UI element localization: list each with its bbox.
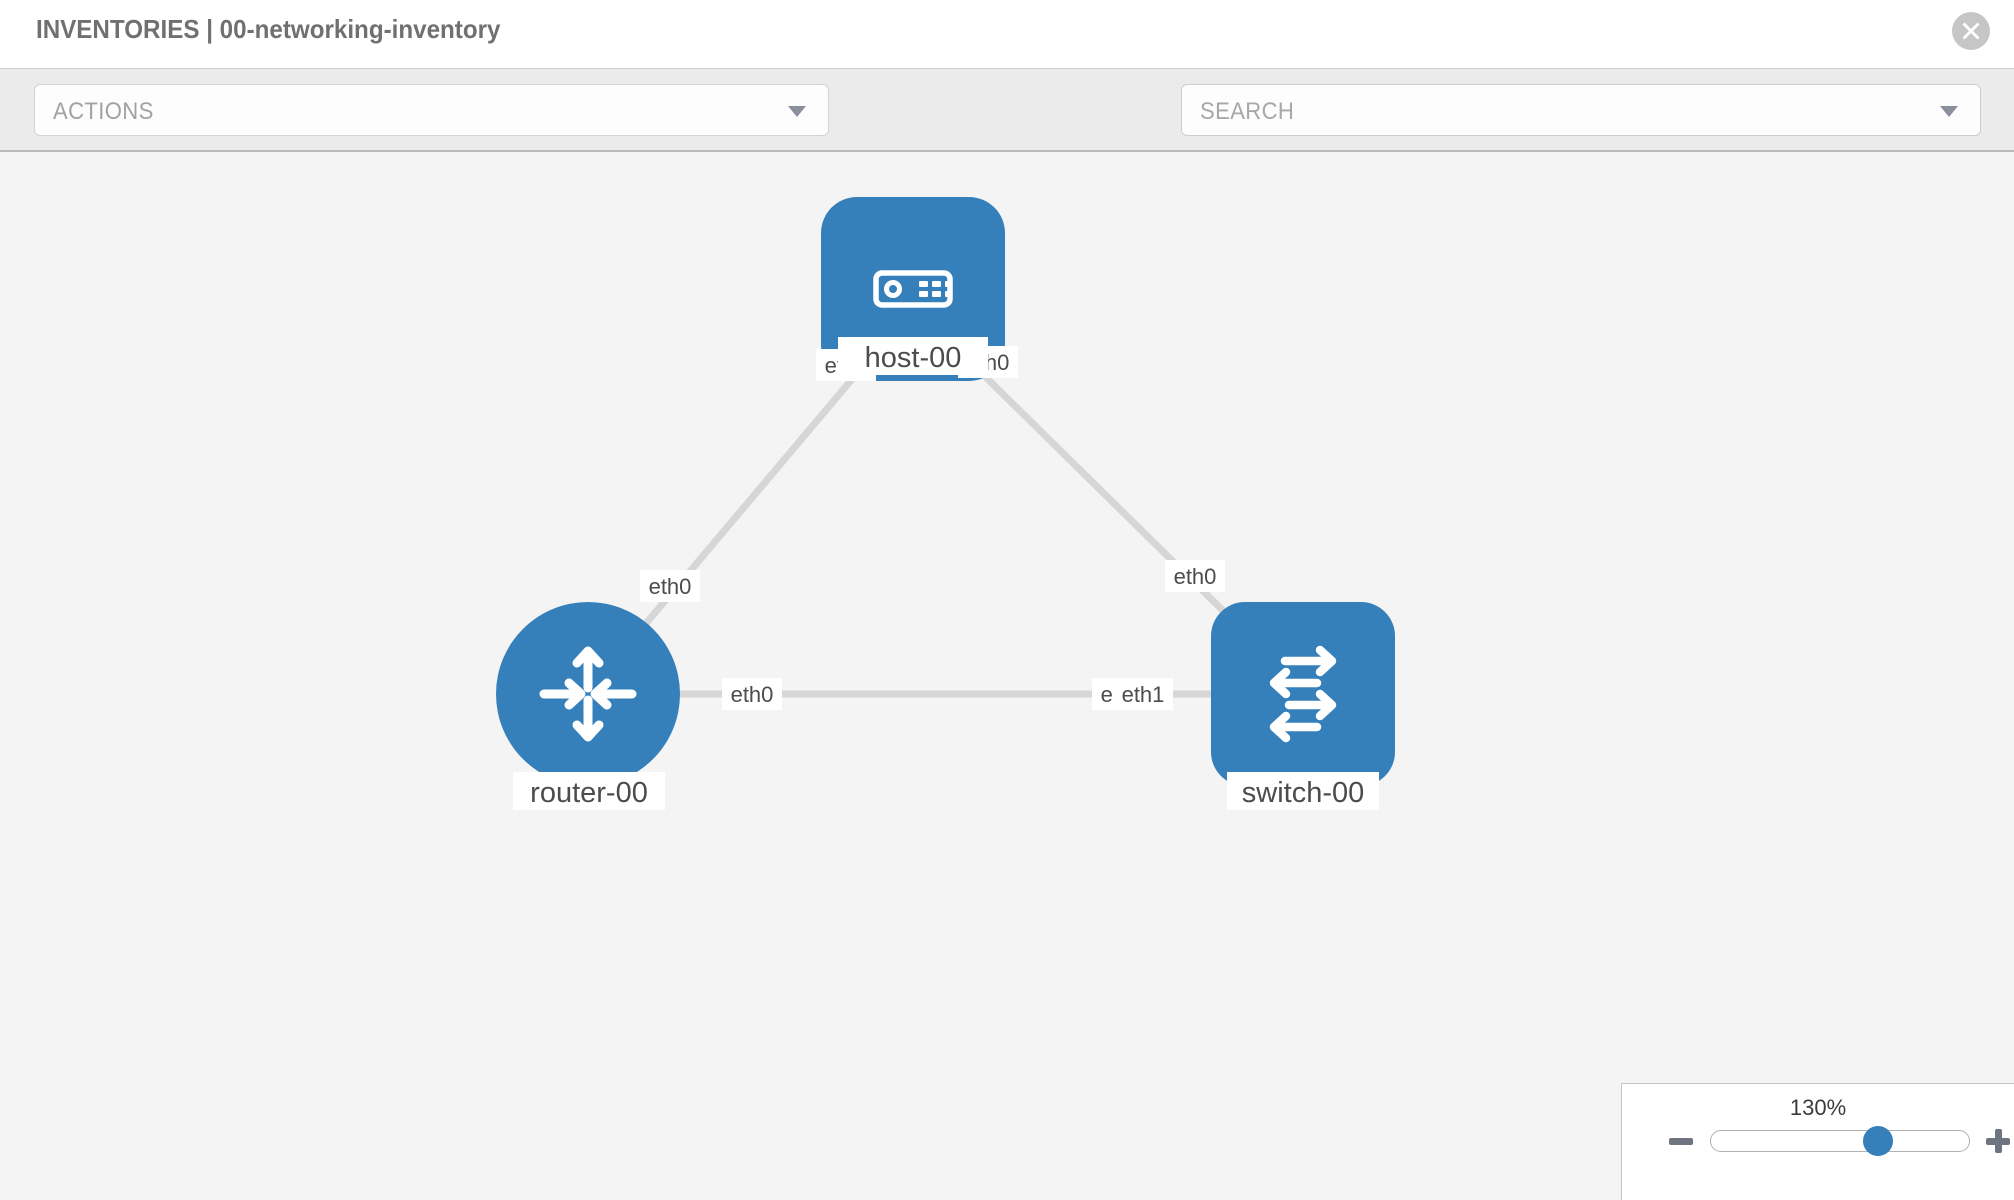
zoom-slider[interactable]	[1710, 1126, 1970, 1156]
search-placeholder: SEARCH	[1200, 98, 1295, 125]
node-switch-00[interactable]	[1211, 602, 1395, 786]
actions-dropdown[interactable]: ACTIONS	[34, 84, 829, 136]
node-label-text: router-00	[530, 777, 648, 809]
link-host-router[interactable]	[618, 336, 889, 656]
zoom-slider-thumb[interactable]	[1863, 1126, 1893, 1156]
topology-canvas[interactable]: eth0 eth0 eth0 eth0 eth0	[0, 152, 2014, 1200]
if-label-router-right: eth0	[722, 678, 782, 710]
node-label-switch-00: switch-00	[1227, 772, 1379, 810]
page-title: INVENTORIES | 00-networking-inventory	[36, 14, 501, 44]
node-label-text: switch-00	[1242, 777, 1365, 809]
zoom-level-value: 130%	[1789, 1095, 1847, 1120]
node-host-00[interactable]	[821, 197, 1005, 381]
node-label-host-00: host-00	[838, 337, 988, 375]
if-label-switch-up: eth0	[1165, 560, 1225, 592]
if-label-router-up: eth0	[640, 570, 700, 602]
if-label-text: eth1	[1122, 682, 1165, 707]
search-input[interactable]: SEARCH	[1181, 84, 1981, 136]
node-labels: host-00 router-00 switch-00	[513, 337, 1379, 810]
if-label-switch-left-eth1: eth1	[1113, 678, 1173, 710]
node-label-router-00: router-00	[513, 772, 665, 810]
topology-graph[interactable]: eth0 eth0 eth0 eth0 eth0	[0, 152, 2014, 1200]
node-label-text: host-00	[865, 342, 962, 374]
topology-links	[618, 336, 1269, 698]
zoom-in-button[interactable]	[1986, 1129, 2010, 1153]
chevron-down-icon[interactable]	[1940, 106, 1958, 117]
close-icon[interactable]	[1952, 12, 1990, 50]
link-host-switch[interactable]	[944, 336, 1269, 656]
zoom-out-button[interactable]	[1669, 1138, 1693, 1145]
page-header: INVENTORIES | 00-networking-inventory	[0, 0, 2014, 68]
node-router-00[interactable]	[496, 602, 680, 786]
zoom-control-panel: 130%	[1621, 1083, 2014, 1200]
if-label-text: eth0	[731, 682, 774, 707]
if-label-text: eth0	[649, 574, 692, 599]
toolbar: ACTIONS SEARCH	[0, 68, 2014, 195]
if-label-text: eth0	[1174, 564, 1217, 589]
actions-dropdown-label: ACTIONS	[53, 98, 154, 125]
chevron-down-icon	[788, 106, 806, 117]
